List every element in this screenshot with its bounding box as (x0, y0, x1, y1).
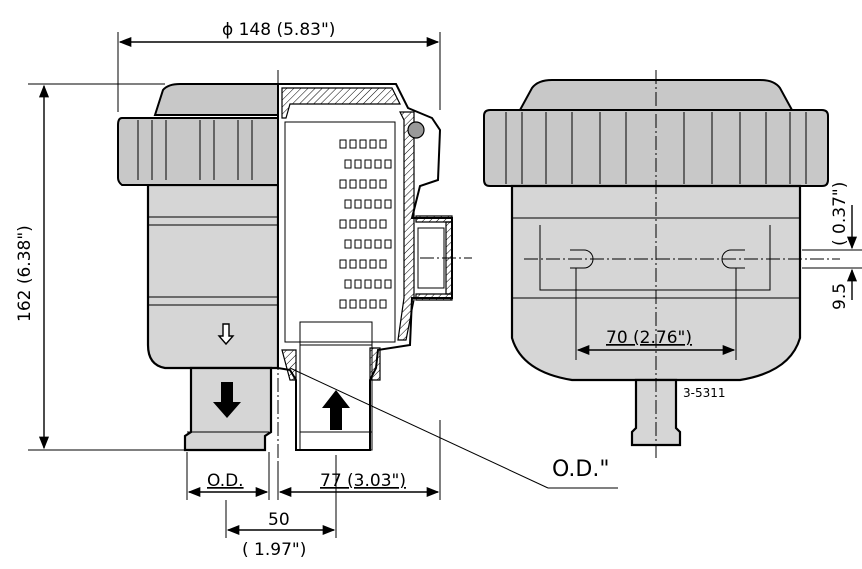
front-view (483, 70, 840, 460)
lid-ring (117, 117, 279, 186)
diameter-label: ϕ 148 (5.83") (222, 20, 335, 40)
hose-od-label: O.D." (552, 457, 609, 482)
inlet-offset-label: 77 (3.03") (320, 471, 406, 491)
spacing-in-label: ( 1.97") (242, 540, 306, 560)
spacing-mm-label: 50 (268, 510, 290, 530)
drawing-number: 3-5311 (683, 386, 726, 400)
slot-depth-mm-label: 9.5 (830, 283, 850, 310)
strainer-mesh (339, 139, 392, 309)
outlet-od-label: O.D. (207, 471, 244, 491)
section-cut (277, 83, 453, 451)
o-ring-seal (407, 121, 425, 139)
side-section-view (117, 70, 472, 462)
filter-body (146, 183, 280, 370)
front-body (510, 184, 802, 382)
slot-depth-in-label: ( 0.37") (830, 182, 850, 246)
flow-arrow-small (217, 323, 235, 346)
height-label: 162 (6.38") (15, 225, 35, 322)
lid (153, 83, 279, 116)
outflow-arrow (213, 382, 241, 418)
slot-width-label: 70 (2.76") (606, 328, 692, 348)
inflow-arrow (322, 390, 350, 430)
